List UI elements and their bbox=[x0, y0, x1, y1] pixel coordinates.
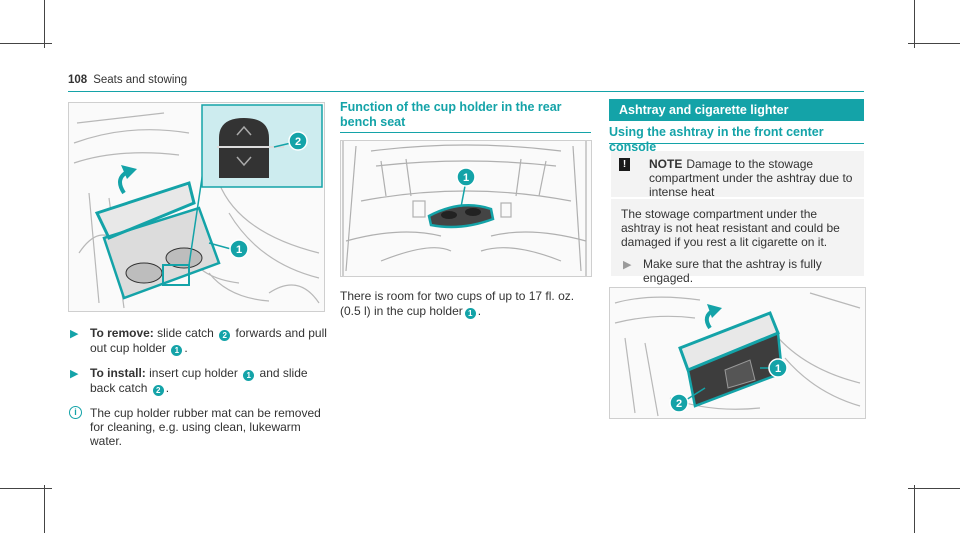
page-number: 108 bbox=[68, 74, 88, 86]
callout-1: 1 bbox=[236, 244, 242, 256]
note-step-text: Make sure that the ashtray is fully enga… bbox=[643, 257, 822, 285]
cup-holder-front-figure: 2 1 bbox=[68, 102, 325, 312]
crop-mark bbox=[908, 488, 960, 489]
callout-badge: 1 bbox=[171, 345, 183, 356]
step-text: . bbox=[165, 381, 170, 395]
body-text: . bbox=[477, 304, 482, 318]
note-label: NOTE bbox=[649, 157, 683, 171]
section-title-cup-holder: Function of the cup holder in the rear b… bbox=[340, 100, 562, 129]
crop-mark bbox=[0, 43, 52, 44]
crop-mark bbox=[908, 43, 960, 44]
crop-mark bbox=[44, 0, 45, 48]
triangle-right-icon: ▶ bbox=[623, 259, 632, 271]
step-install: ▶ To install: insert cup holder 1 and sl… bbox=[68, 366, 333, 396]
callout-1: 1 bbox=[775, 363, 781, 375]
crop-mark bbox=[914, 485, 915, 533]
warning-square-icon: ! bbox=[619, 158, 630, 171]
ashtray-figure: 1 2 bbox=[609, 287, 866, 419]
callout-1: 1 bbox=[463, 172, 469, 184]
triangle-right-icon: ▶ bbox=[70, 368, 79, 380]
step-label: To install: bbox=[90, 366, 146, 380]
triangle-right-icon: ▶ bbox=[70, 328, 79, 340]
callout-2: 2 bbox=[295, 136, 301, 148]
note-step: ▶ Make sure that the ashtray is fully en… bbox=[621, 257, 857, 285]
callout-2: 2 bbox=[676, 398, 682, 410]
section-name: Seats and stowing bbox=[93, 74, 188, 86]
section-rule bbox=[340, 132, 591, 133]
step-text: and slide back catch bbox=[90, 366, 308, 395]
left-instructions: ▶ To remove: slide catch 2 forwards and … bbox=[68, 326, 333, 448]
step-remove: ▶ To remove: slide catch 2 forwards and … bbox=[68, 326, 333, 356]
note-divider bbox=[611, 197, 864, 199]
section-bar-ashtray: Ashtray and cigarette lighter bbox=[609, 99, 864, 121]
cup-holder-frame bbox=[95, 182, 220, 299]
callout-badge: 2 bbox=[152, 385, 164, 396]
callout-badge: 1 bbox=[464, 308, 476, 319]
callout-badge: 2 bbox=[219, 330, 231, 341]
crop-mark bbox=[44, 485, 45, 533]
body-text: There is room for two cups of up to 17 f… bbox=[340, 289, 575, 318]
step-text: insert cup holder bbox=[149, 366, 238, 380]
step-text: slide catch bbox=[157, 326, 214, 340]
callout-badge: 1 bbox=[243, 370, 255, 381]
note-body: The stowage compartment under the ashtra… bbox=[621, 207, 840, 249]
info-circle-icon: i bbox=[69, 406, 82, 419]
info-note: i The cup holder rubber mat can be remov… bbox=[68, 406, 333, 448]
header-rule bbox=[68, 91, 864, 92]
cup-holder-capacity-text: There is room for two cups of up to 17 f… bbox=[340, 289, 590, 319]
step-label: To remove: bbox=[90, 326, 154, 340]
crop-mark bbox=[0, 488, 52, 489]
note-heading-text: Damage to the stowage compart­ment under… bbox=[649, 157, 853, 199]
section-rule bbox=[609, 143, 864, 144]
info-text: The cup holder rubber mat can be removed… bbox=[90, 406, 321, 448]
step-text: . bbox=[184, 341, 188, 355]
running-header: 108 Seats and stowing bbox=[68, 74, 187, 86]
step-text: forwards and pull out cup holder bbox=[90, 326, 327, 355]
crop-mark bbox=[914, 0, 915, 48]
rear-bench-figure: 1 bbox=[340, 140, 592, 277]
